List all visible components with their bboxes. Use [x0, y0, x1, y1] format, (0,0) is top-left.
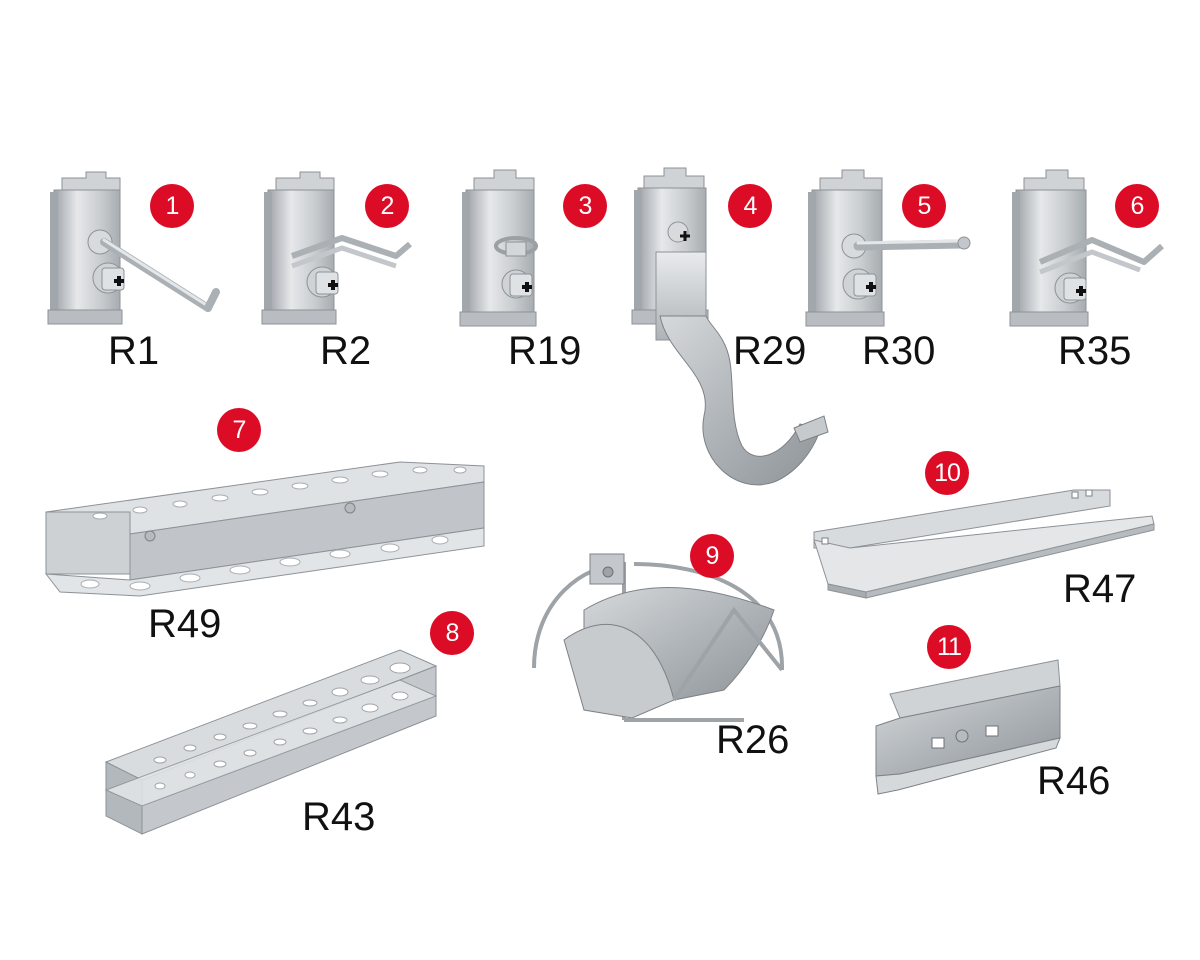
product-image-r49: [44, 461, 485, 597]
product-code: R43: [302, 795, 376, 839]
item-number-badge: 7: [217, 408, 261, 452]
product-code: R2: [320, 329, 372, 373]
item-number-badge: 4: [728, 184, 772, 228]
product-code: R30: [862, 329, 936, 373]
item-number-badge: 1: [150, 184, 194, 228]
product-code: R1: [108, 329, 160, 373]
item-number-badge: 10: [925, 451, 969, 495]
item-number-badge: 5: [902, 184, 946, 228]
product-image-r29: [631, 167, 829, 486]
product-code: R19: [508, 329, 582, 373]
product-image-r46: [875, 659, 1061, 795]
item-number-badge: 2: [365, 184, 409, 228]
item-number-badge: 3: [563, 184, 607, 228]
product-code: R29: [733, 329, 807, 373]
item-number-badge: 8: [430, 611, 474, 655]
product-image-r43: [104, 649, 438, 835]
product-code: R46: [1037, 759, 1111, 803]
product-image-r35: [1009, 169, 1164, 327]
product-code: R47: [1063, 567, 1137, 611]
product-image-r19: [459, 169, 538, 327]
item-number-badge: 9: [690, 534, 734, 578]
item-number-badge: 11: [927, 625, 971, 669]
product-code: R35: [1058, 329, 1132, 373]
product-image-r30: [805, 169, 971, 327]
product-image-r47: [813, 489, 1155, 599]
product-image-r2: [261, 171, 412, 325]
item-number-badge: 6: [1115, 184, 1159, 228]
product-code: R26: [716, 718, 790, 762]
product-code: R49: [148, 602, 222, 646]
product-image-r26: [532, 553, 785, 722]
product-image-r1: [47, 171, 220, 325]
